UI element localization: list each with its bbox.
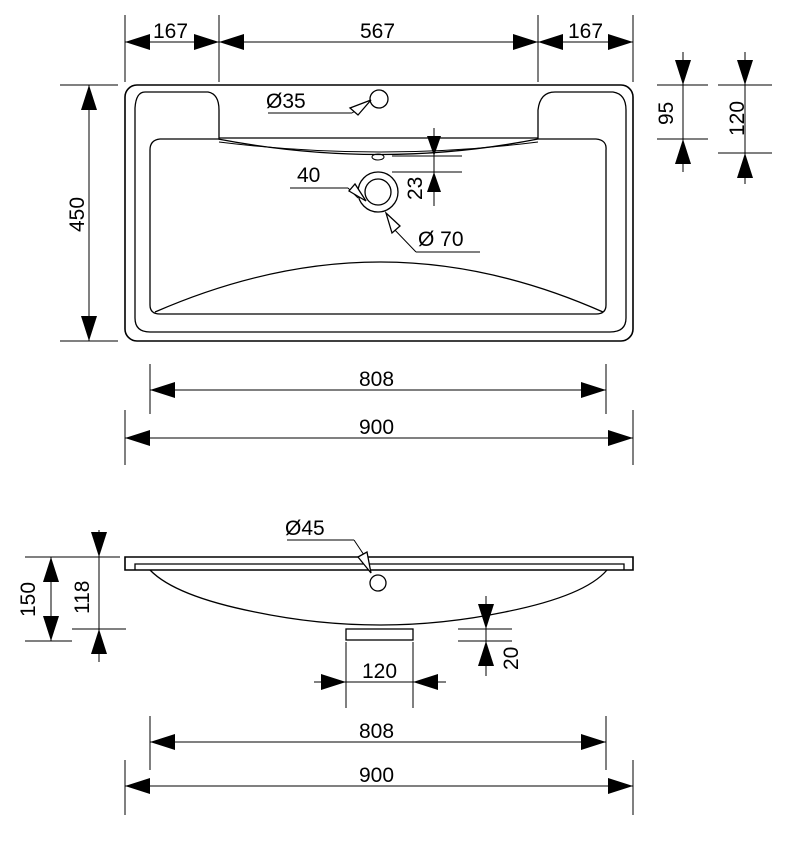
slab-outline: [124, 556, 634, 571]
overflow-slot: [371, 153, 385, 161]
dim-drain-width: 120: [362, 660, 397, 683]
drain-inner-label: 40: [297, 164, 320, 187]
dim-inner-width-side: 808: [359, 720, 394, 743]
dim-inner-width-top: 808: [359, 368, 394, 391]
dim-overflow-offset: 23: [404, 177, 427, 200]
dim-total-width-side: 900: [359, 764, 394, 787]
dim-middle: 567: [360, 20, 395, 43]
dim-total-width-top: 900: [359, 416, 394, 439]
side-view: Ø45 150 118 20 120 808: [17, 517, 634, 815]
dim-total-height: 150: [17, 582, 40, 617]
dim-tap-depth: 120: [726, 101, 749, 136]
dim-depth: 450: [66, 197, 89, 232]
slab-lip: [134, 563, 625, 570]
side-overflow-label: Ø45: [285, 517, 325, 540]
dim-right-shelf: 167: [568, 20, 603, 43]
dim-left-shelf: 167: [153, 20, 188, 43]
side-drain: [345, 628, 414, 641]
drain-outer: [357, 171, 399, 213]
dim-shelf-depth: 95: [655, 102, 678, 125]
side-bowl-outline: [149, 569, 608, 626]
top-view: Ø35 40 Ø 70 167 567 167 450: [60, 15, 772, 465]
dim-drain-height: 20: [500, 647, 523, 670]
tap-hole: [369, 89, 389, 109]
drain-outer-label: Ø 70: [418, 228, 464, 251]
tap-hole-label: Ø35: [266, 90, 306, 113]
dim-bowl-height: 118: [71, 581, 94, 614]
side-overflow-hole: [369, 574, 387, 592]
drain-inner: [364, 178, 392, 206]
bowl-bottom-curve: [154, 261, 604, 313]
basin-outer-outline: [124, 84, 634, 342]
bowl-curve-top: [218, 141, 539, 153]
basin-rim-outline: [134, 91, 627, 333]
